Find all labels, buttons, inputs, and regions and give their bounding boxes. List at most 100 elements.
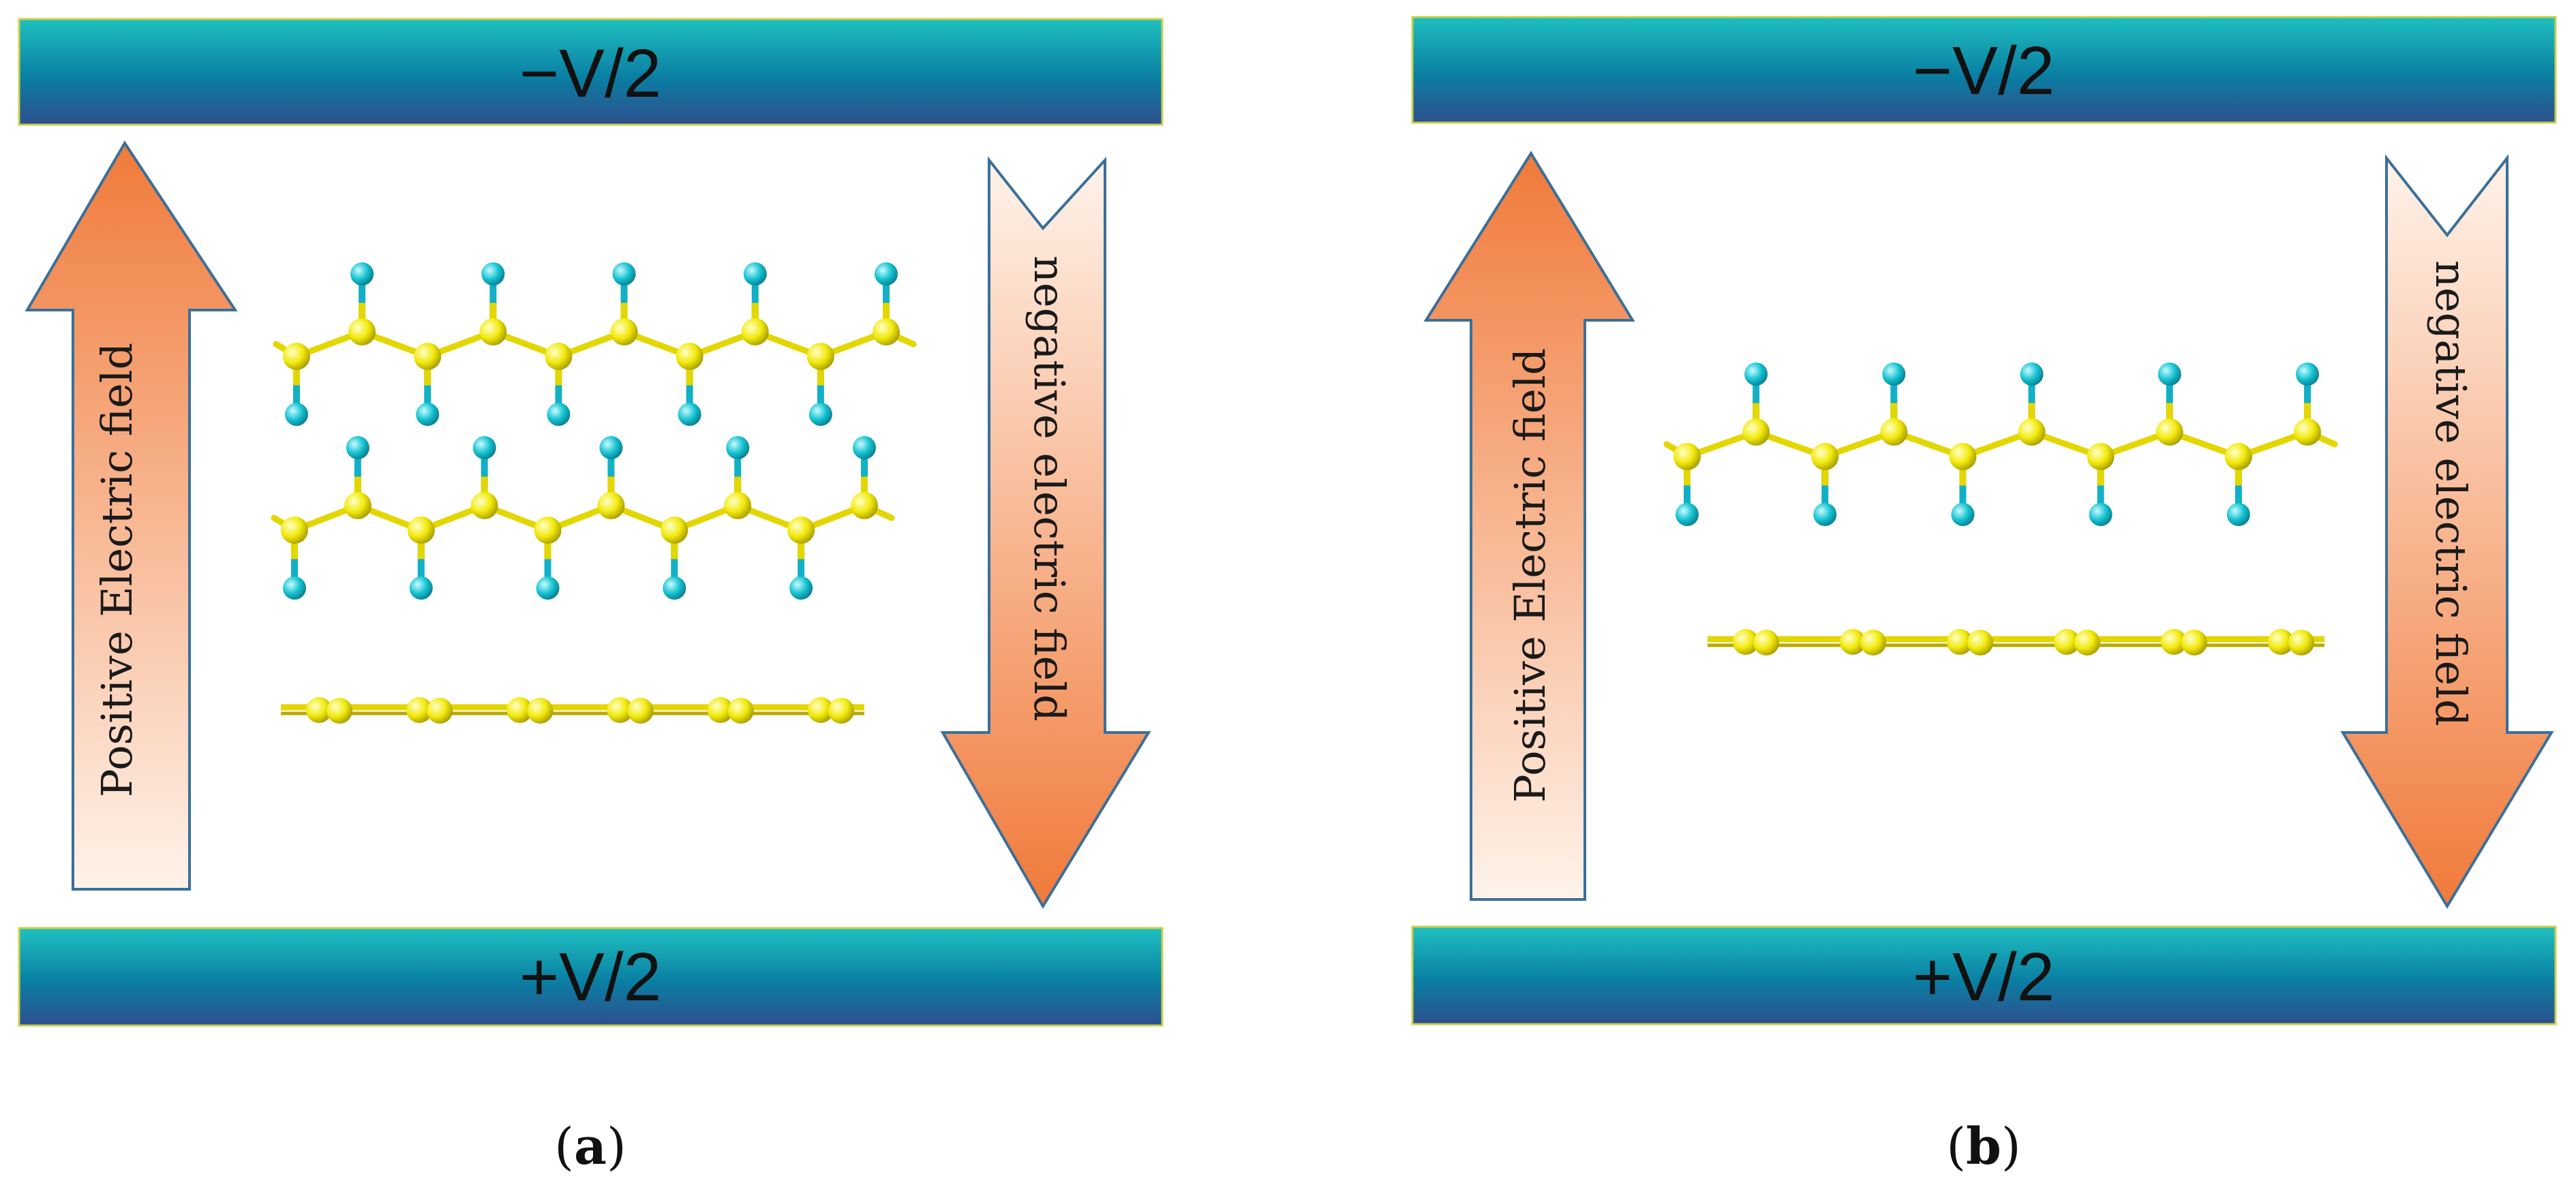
- carbon-atom: [534, 517, 562, 544]
- material-layer-hydrogenated: [1663, 363, 2338, 526]
- carbon-atom: [1860, 630, 1886, 656]
- bottom-electrode-plate: [18, 927, 1164, 1027]
- positive-field-label: Positive Electric field: [1505, 348, 1555, 803]
- bottom-electrode-label: +V/2: [1913, 939, 2055, 1015]
- carbon-atom: [2087, 443, 2115, 470]
- carbon-atom: [506, 697, 533, 723]
- carbon-atom: [348, 318, 376, 345]
- carbon-atom: [2155, 418, 2183, 446]
- carbon-atom: [2074, 630, 2100, 656]
- hydrogen-atom: [663, 576, 686, 600]
- top-electrode-plate: [18, 18, 1164, 126]
- hydrogen-atom: [726, 436, 750, 459]
- carbon-atom: [414, 343, 442, 370]
- positive-field-arrow: [1423, 151, 1635, 901]
- carbon-atom: [607, 697, 633, 723]
- carbon-atom: [2161, 629, 2187, 655]
- carbon-atom: [707, 697, 733, 723]
- negative-field-arrow: [940, 156, 1151, 909]
- carbon-atom: [327, 698, 352, 724]
- hydrogen-atom: [743, 262, 767, 286]
- carbon-atom: [344, 492, 372, 519]
- carbon-atom: [2294, 418, 2321, 446]
- hydrogen-atom: [612, 262, 636, 286]
- carbon-atom: [427, 698, 453, 724]
- hydrogen-atom: [875, 262, 898, 286]
- carbon-atom: [724, 492, 752, 519]
- carbon-atom: [407, 517, 435, 544]
- material-layer-hydrogenated: [271, 436, 895, 600]
- negative-field-label: negative electric field: [2426, 260, 2476, 726]
- hydrogen-atom: [808, 403, 832, 426]
- carbon-atom: [610, 318, 638, 345]
- bottom-electrode-label: +V/2: [519, 939, 662, 1015]
- negative-field-arrow: [2340, 154, 2554, 909]
- bottom-electrode-plate: [1411, 925, 2557, 1026]
- hydrogen-atom: [1882, 363, 1906, 386]
- top-electrode-label: −V/2: [1913, 33, 2055, 109]
- carbon-atom: [828, 698, 854, 724]
- panel-b: −V/2 +V/2 Positive Electric field negati…: [1411, 16, 2557, 1026]
- panel-a-caption: (a): [554, 1118, 626, 1176]
- carbon-atom: [627, 698, 654, 724]
- hydrogen-atom: [536, 576, 560, 600]
- panel-a: −V/2 +V/2 Positive Electric field negati…: [18, 18, 1164, 1027]
- hydrogen-atom: [416, 403, 440, 426]
- carbon-atom: [306, 697, 332, 723]
- carbon-atom: [1967, 630, 1993, 656]
- carbon-atom: [741, 318, 769, 345]
- positive-field-arrow: [25, 140, 238, 891]
- carbon-atom: [787, 517, 815, 544]
- carbon-atom: [1673, 443, 1701, 470]
- carbon-atom: [727, 698, 754, 724]
- hydrogen-atom: [2020, 363, 2044, 386]
- positive-field-label: Positive Electric field: [92, 343, 142, 797]
- carbon-atom: [2018, 418, 2046, 446]
- carbon-atom: [1733, 629, 1759, 655]
- carbon-atom: [806, 343, 834, 370]
- carbon-atom: [1811, 443, 1839, 470]
- hydrogen-atom: [472, 436, 496, 459]
- carbon-atom: [527, 698, 554, 724]
- material-layer-hydrogenated: [273, 262, 917, 426]
- carbon-atom: [479, 318, 507, 345]
- carbon-atom: [597, 492, 625, 519]
- carbon-atom: [406, 697, 433, 723]
- hydrogen-atom: [346, 436, 369, 459]
- carbon-atom: [1949, 443, 1977, 470]
- carbon-atom: [1840, 629, 1866, 655]
- carbon-atom: [1753, 630, 1779, 656]
- carbon-atom: [676, 343, 703, 370]
- material-layer-flat: [1708, 629, 2324, 656]
- hydrogen-atom: [1813, 503, 1837, 526]
- hydrogen-atom: [409, 576, 433, 600]
- hydrogen-atom: [283, 576, 306, 600]
- top-electrode-label: −V/2: [519, 35, 662, 112]
- hydrogen-atom: [2157, 363, 2181, 386]
- hydrogen-atom: [1744, 363, 1768, 386]
- hydrogen-atom: [350, 262, 374, 286]
- carbon-atom: [545, 343, 573, 370]
- hydrogen-atom: [599, 436, 623, 459]
- hydrogen-atom: [678, 403, 701, 426]
- carbon-atom: [1742, 418, 1770, 446]
- hydrogen-atom: [547, 403, 571, 426]
- carbon-atom: [2268, 629, 2294, 655]
- material-layer-flat: [281, 697, 864, 724]
- hydrogen-atom: [2226, 503, 2250, 526]
- carbon-atom: [1947, 629, 1973, 655]
- hydrogen-atom: [2296, 363, 2319, 386]
- carbon-atom: [2181, 630, 2207, 656]
- hydrogen-atom: [2089, 503, 2112, 526]
- carbon-atom: [661, 517, 688, 544]
- negative-field-label: negative electric field: [1025, 256, 1074, 722]
- carbon-atom: [851, 492, 878, 519]
- carbon-atom: [2054, 629, 2080, 655]
- carbon-atom: [2288, 630, 2314, 656]
- carbon-atom: [2224, 443, 2252, 470]
- carbon-atom: [470, 492, 498, 519]
- hydrogen-atom: [481, 262, 505, 286]
- carbon-atom: [808, 697, 834, 723]
